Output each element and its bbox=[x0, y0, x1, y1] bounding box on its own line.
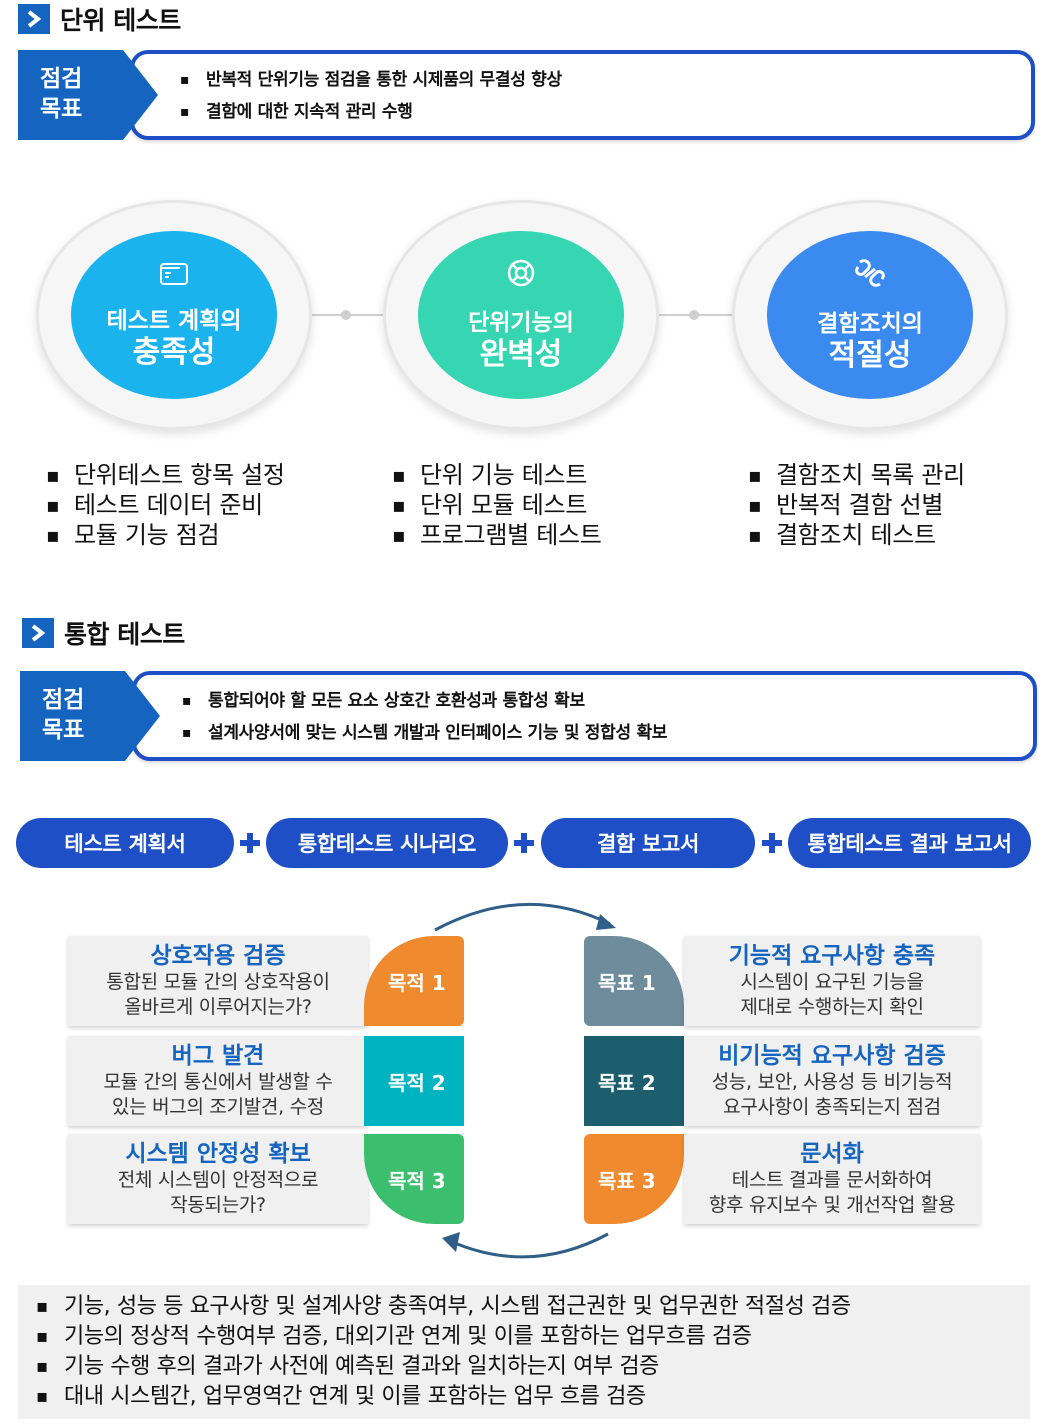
circle-adequacy: 결함조치의 적절성 bbox=[732, 200, 1008, 430]
pill-defect-report: 결함 보고서 bbox=[541, 818, 755, 868]
purpose-card-1: 상호작용 검증 통합된 모듈 간의 상호작용이 올바르게 이루어지는가? bbox=[68, 936, 368, 1026]
circle-core: 단위기능의 완벽성 bbox=[418, 231, 624, 399]
purpose-tag-2: 목적 2 bbox=[364, 1036, 464, 1126]
purpose-tag-1: 목적 1 bbox=[364, 936, 464, 1026]
list-item: 반복적 결함 선별 bbox=[748, 490, 965, 520]
circle-planning: 테스트 계획의 충족성 bbox=[36, 200, 312, 430]
pill-result-report: 통합테스트 결과 보고서 bbox=[788, 818, 1031, 868]
goal-tag-2: 목표 2 bbox=[584, 1036, 684, 1126]
circle-items-adequacy: 결함조치 목록 관리 반복적 결함 선별 결함조치 테스트 bbox=[748, 460, 965, 550]
purpose-card-2: 버그 발견 모듈 간의 통신에서 발생할 수 있는 버그의 조기발견, 수정 bbox=[68, 1036, 368, 1126]
connector-line bbox=[650, 314, 750, 316]
summary-item: 기능 수행 후의 결과가 사전에 예측된 결과와 일치하는지 여부 검증 bbox=[36, 1352, 1030, 1382]
summary-panel: 기능, 성능 등 요구사항 및 설계사양 충족여부, 시스템 접근권한 및 업무… bbox=[18, 1285, 1030, 1419]
goal-box: 반복적 단위기능 점검을 통한 시제품의 무결성 향상 결함에 대한 지속적 관… bbox=[130, 50, 1035, 140]
list-item: 테스트 데이터 준비 bbox=[46, 490, 285, 520]
chevron-right-icon bbox=[22, 618, 54, 648]
list-item: 모듈 기능 점검 bbox=[46, 520, 285, 550]
goal-tag-3: 목표 3 bbox=[584, 1134, 684, 1224]
list-item: 결함조치 목록 관리 bbox=[748, 460, 965, 490]
list-item: 프로그램별 테스트 bbox=[392, 520, 602, 550]
list-item: 단위 모듈 테스트 bbox=[392, 490, 602, 520]
list-item: 결함조치 테스트 bbox=[748, 520, 965, 550]
circle-core: 테스트 계획의 충족성 bbox=[71, 231, 277, 399]
plus-icon bbox=[240, 833, 260, 853]
section-title-text: 단위 테스트 bbox=[60, 6, 181, 35]
summary-item: 기능, 성능 등 요구사항 및 설계사양 충족여부, 시스템 접근권한 및 업무… bbox=[36, 1292, 1030, 1322]
chain-link-icon bbox=[852, 256, 888, 296]
summary-item: 대내 시스템간, 업무영역간 연계 및 이를 포함하는 업무 흐름 검증 bbox=[36, 1382, 1030, 1412]
circle-core: 결함조치의 적절성 bbox=[767, 231, 973, 399]
wallet-icon bbox=[158, 259, 190, 293]
goal-card-1: 기능적 요구사항 충족 시스템이 요구된 기능을 제대로 수행하는지 확인 bbox=[684, 936, 980, 1026]
connector-dot bbox=[341, 310, 351, 320]
purpose-tag-3: 목적 3 bbox=[364, 1134, 464, 1224]
circle-completeness: 단위기능의 완벽성 bbox=[383, 200, 659, 430]
cycle-arrow-bottom bbox=[442, 1232, 609, 1259]
connector-dot bbox=[689, 310, 699, 320]
plus-icon bbox=[762, 833, 782, 853]
goal-card-3: 문서화 테스트 결과를 문서화하여 향후 유지보수 및 개선작업 활용 bbox=[684, 1134, 980, 1224]
pill-test-plan: 테스트 계획서 bbox=[16, 818, 234, 868]
goal-item: 통합되어야 할 모든 요소 상호간 호환성과 통합성 확보 bbox=[182, 685, 1033, 717]
goal-item: 설계사양서에 맞는 시스템 개발과 인터페이스 기능 및 정합성 확보 bbox=[182, 717, 1033, 749]
pill-test-scenario: 통합테스트 시나리오 bbox=[266, 818, 508, 868]
purpose-card-3: 시스템 안정성 확보 전체 시스템이 안정적으로 작동되는가? bbox=[68, 1134, 368, 1224]
goal-box: 통합되어야 할 모든 요소 상호간 호환성과 통합성 확보 설계사양서에 맞는 … bbox=[132, 671, 1037, 761]
unit-test-goal-panel: 점검 목표 반복적 단위기능 점검을 통한 시제품의 무결성 향상 결함에 대한… bbox=[18, 50, 1035, 140]
summary-item: 기능의 정상적 수행여부 검증, 대외기관 연계 및 이를 포함하는 업무흐름 … bbox=[36, 1322, 1030, 1352]
list-item: 단위테스트 항목 설정 bbox=[46, 460, 285, 490]
goal-card-2: 비기능적 요구사항 검증 성능, 보안, 사용성 등 비기능적 요구사항이 충족… bbox=[684, 1036, 980, 1126]
chevron-right-icon bbox=[18, 4, 50, 34]
circle-items-completeness: 단위 기능 테스트 단위 모듈 테스트 프로그램별 테스트 bbox=[392, 460, 602, 550]
plus-icon bbox=[514, 833, 534, 853]
lifebuoy-icon bbox=[505, 257, 537, 295]
section-title-text: 통합 테스트 bbox=[64, 620, 185, 649]
circle-items-planning: 단위테스트 항목 설정 테스트 데이터 준비 모듈 기능 점검 bbox=[46, 460, 285, 550]
list-item: 단위 기능 테스트 bbox=[392, 460, 602, 490]
section-title-unit-test: 단위 테스트 bbox=[18, 2, 181, 36]
cycle-arrow-top bbox=[434, 903, 616, 932]
section-title-integration-test: 통합 테스트 bbox=[22, 616, 185, 650]
integration-test-goal-panel: 점검 목표 통합되어야 할 모든 요소 상호간 호환성과 통합성 확보 설계사양… bbox=[20, 671, 1037, 761]
goal-tag-1: 목표 1 bbox=[584, 936, 684, 1026]
goal-item: 반복적 단위기능 점검을 통한 시제품의 무결성 향상 bbox=[180, 64, 1031, 96]
goal-item: 결함에 대한 지속적 관리 수행 bbox=[180, 96, 1031, 128]
